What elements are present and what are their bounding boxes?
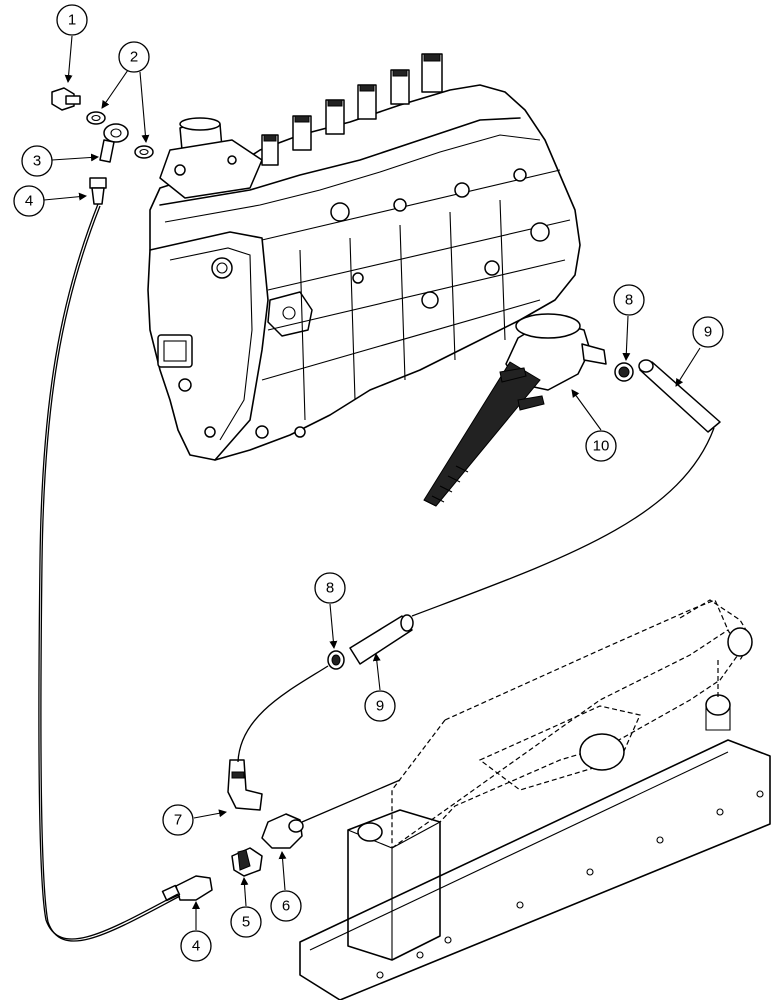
svg-text:7: 7 xyxy=(174,812,182,829)
banjo-bolt xyxy=(51,87,81,111)
callout-10: 10 xyxy=(585,430,617,462)
callout-8-lower: 8 xyxy=(314,572,346,604)
tube-connector-upper xyxy=(89,177,107,205)
hose-clamp-lower xyxy=(327,650,345,670)
callout-8-upper: 8 xyxy=(613,284,645,316)
svg-text:8: 8 xyxy=(326,580,334,597)
svg-text:10: 10 xyxy=(593,438,610,455)
delivery-valves xyxy=(261,53,443,166)
callout-2: 2 xyxy=(118,41,150,73)
svg-text:4: 4 xyxy=(192,938,200,955)
injection-pump xyxy=(147,53,581,461)
svg-text:6: 6 xyxy=(282,898,290,915)
banjo-fitting xyxy=(99,123,129,163)
washer-lower xyxy=(134,145,154,159)
svg-text:9: 9 xyxy=(376,698,384,715)
callout-5: 5 xyxy=(230,906,262,938)
leader-lines xyxy=(43,35,701,930)
svg-text:3: 3 xyxy=(33,153,41,170)
callout-9-lower: 9 xyxy=(364,690,396,722)
oil-cooler-housing xyxy=(299,599,771,1000)
elbow-fitting xyxy=(227,759,263,811)
svg-text:8: 8 xyxy=(625,292,633,309)
hose-upper xyxy=(638,359,721,433)
tube-lines xyxy=(38,203,715,942)
washer-upper xyxy=(86,111,106,125)
straight-connector xyxy=(231,847,263,877)
boost-compensator xyxy=(423,313,607,507)
svg-text:9: 9 xyxy=(704,324,712,341)
svg-text:4: 4 xyxy=(25,193,33,210)
tee-fitting xyxy=(261,813,304,849)
callout-6: 6 xyxy=(270,890,302,922)
callout-9-upper: 9 xyxy=(692,316,724,348)
svg-text:5: 5 xyxy=(242,914,250,931)
svg-text:1: 1 xyxy=(68,12,76,29)
callout-4-lower: 4 xyxy=(180,930,212,962)
callout-1: 1 xyxy=(56,4,88,36)
callout-3: 3 xyxy=(21,145,53,177)
callout-4-upper: 4 xyxy=(13,185,45,217)
hose-lower xyxy=(349,614,414,665)
male-connector-lower xyxy=(161,875,213,902)
callout-7: 7 xyxy=(162,804,194,836)
hose-clamp-upper xyxy=(614,362,634,382)
svg-text:2: 2 xyxy=(130,49,138,66)
